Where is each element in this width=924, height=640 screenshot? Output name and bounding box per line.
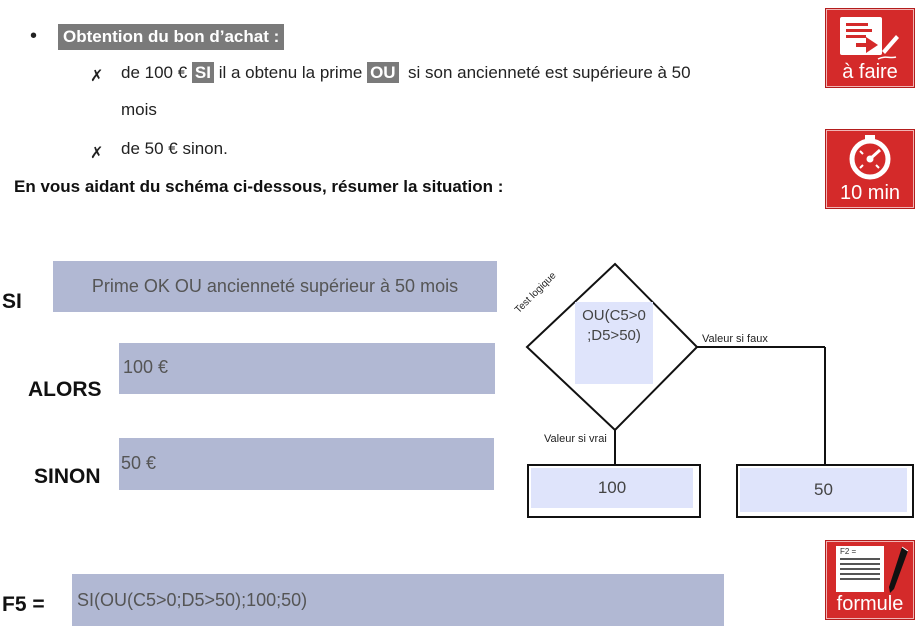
todo-badge-text: à faire xyxy=(842,61,898,83)
cross-icon: ✗ xyxy=(90,145,104,162)
test-value-box: OU(C5>0 ;D5>50) xyxy=(575,302,653,384)
formula-badge: F2 = formule xyxy=(825,540,915,620)
section-title: Obtention du bon d’achat : xyxy=(58,24,285,50)
pen-icon xyxy=(889,546,909,593)
sinon-value: 50 € xyxy=(121,453,157,473)
false-label: Valeur si faux xyxy=(702,333,768,345)
sinon-label: SINON xyxy=(34,465,101,488)
alors-value: 100 € xyxy=(123,357,169,377)
item1-text-a: de 100 € xyxy=(121,63,192,82)
item2-text: de 50 € sinon. xyxy=(121,139,228,158)
bullet-dot: • xyxy=(30,25,38,47)
false-value: 50 xyxy=(814,480,833,499)
true-value: 100 xyxy=(597,478,627,497)
si-field[interactable]: Prime OK OU ancienneté supérieur à 50 mo… xyxy=(53,261,497,312)
todo-badge: à faire xyxy=(825,8,915,88)
si-label: SI xyxy=(2,290,22,313)
f5-value: SI(OU(C5>0;D5>50);100;50) xyxy=(77,590,308,610)
instruction-text: En vous aidant du schéma ci-dessous, rés… xyxy=(14,177,504,196)
alors-label: ALORS xyxy=(28,378,102,401)
timer-badge: 10 min xyxy=(825,129,915,209)
formula-sheet: F2 = xyxy=(836,546,884,592)
true-value-box: 100 xyxy=(531,468,693,508)
true-label: Valeur si vrai xyxy=(544,433,607,445)
cross-icon: ✗ xyxy=(90,68,104,85)
formula-badge-text: formule xyxy=(836,593,904,615)
stopwatch-icon xyxy=(849,135,891,180)
test-value-line1: OU(C5>0 xyxy=(582,307,646,324)
si-value: Prime OK OU ancienneté supérieur à 50 mo… xyxy=(91,276,459,296)
item1-line2: mois xyxy=(121,100,157,119)
alors-field[interactable]: 100 € xyxy=(119,343,495,394)
highlight-ou: OU xyxy=(367,62,399,83)
f5-label: F5 = xyxy=(2,593,45,616)
clipboard-pen-icon xyxy=(840,17,899,60)
item1-text-b: il a obtenu la prime xyxy=(213,63,368,82)
item1-line1: de 100 € SI il a obtenu la prime OU si s… xyxy=(121,62,691,83)
highlight-si: SI xyxy=(191,62,214,83)
formula-sheet-header: F2 = xyxy=(840,547,857,556)
item1-text-c: si son ancienneté est supérieure à 50 xyxy=(398,63,691,82)
test-value-line2: ;D5>50) xyxy=(587,327,641,344)
f5-field[interactable]: SI(OU(C5>0;D5>50);100;50) xyxy=(72,574,724,626)
timer-badge-text: 10 min xyxy=(839,182,901,204)
false-value-box: 50 xyxy=(740,468,907,512)
sinon-field[interactable]: 50 € xyxy=(119,438,494,490)
